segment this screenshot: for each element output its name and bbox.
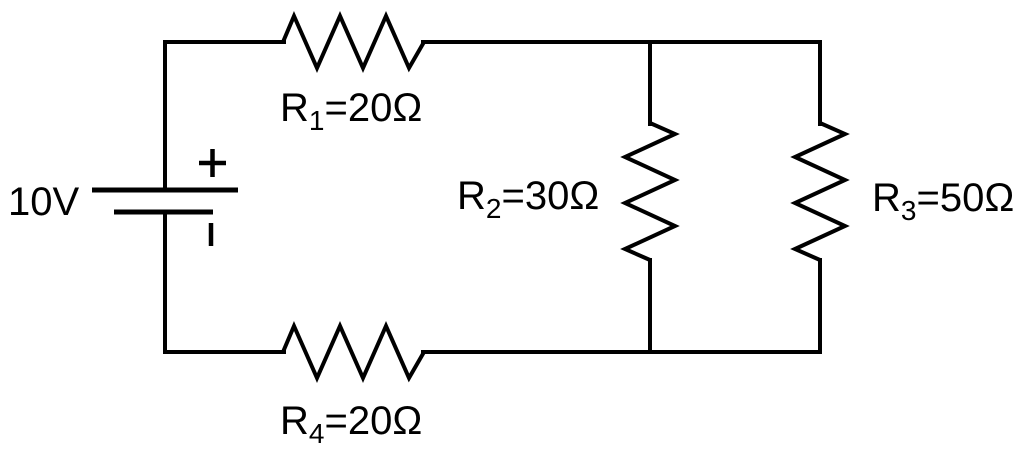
resistor-r4-label: R4=20Ω xyxy=(280,399,422,449)
wire-left-top xyxy=(163,40,286,190)
resistor-r1-symbol xyxy=(281,10,426,73)
battery-symbol xyxy=(92,149,238,246)
resistor-r2-symbol xyxy=(620,121,680,262)
wires xyxy=(163,10,850,383)
battery-voltage-label: 10V xyxy=(8,180,79,224)
resistor-r2-label: R2=30Ω xyxy=(457,174,599,224)
wire-top-right xyxy=(421,40,822,126)
battery-plus-icon xyxy=(199,149,226,177)
resistor-r3-label: R3=50Ω xyxy=(872,176,1014,226)
wire-bottom-left xyxy=(163,212,286,354)
resistor-r1-label: R1=20Ω xyxy=(280,86,422,136)
wire-right-bottom xyxy=(421,258,822,354)
resistor-r4-symbol xyxy=(281,320,426,383)
resistor-r3-symbol xyxy=(790,121,850,262)
labels: 10V R1=20Ω R2=30Ω R3=50Ω R4=20Ω xyxy=(8,86,1014,449)
